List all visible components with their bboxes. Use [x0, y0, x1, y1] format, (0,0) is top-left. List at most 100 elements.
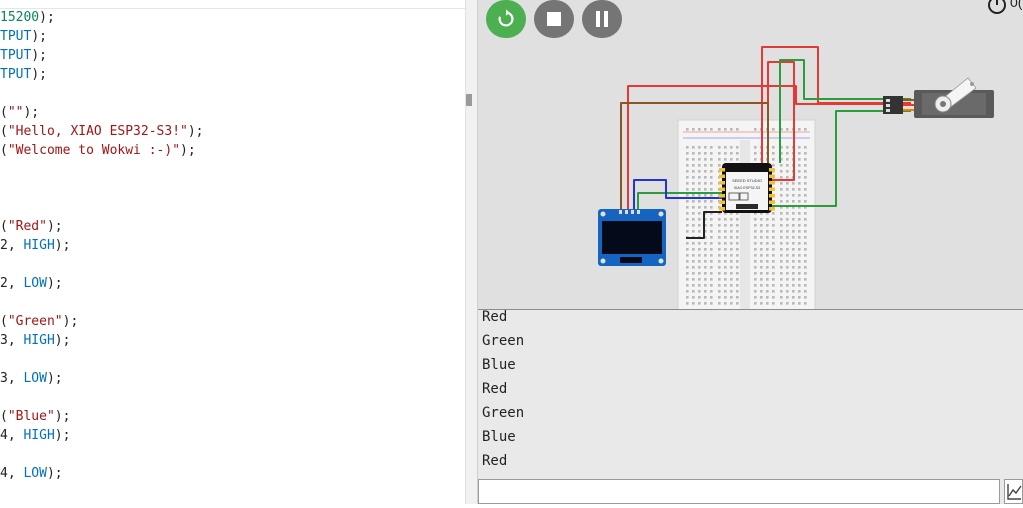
breadboard-hole — [710, 302, 713, 305]
breadboard-hole — [704, 260, 707, 263]
breadboard-hole — [692, 164, 695, 167]
board-pin[interactable] — [769, 174, 775, 179]
breadboard-hole — [698, 290, 701, 293]
board-model-label: XIAO ESP32-S3 — [734, 186, 760, 190]
breadboard-hole — [692, 182, 695, 185]
breadboard-hole — [804, 200, 807, 203]
breadboard-hole — [792, 260, 795, 263]
code-token: "Welcome to Wokwi :-)" — [7, 143, 181, 158]
breadboard-hole — [718, 236, 721, 239]
breadboard-hole — [704, 188, 707, 191]
breadboard-hole — [692, 170, 695, 173]
oled-display[interactable] — [598, 209, 666, 266]
wire-brown[interactable] — [620, 102, 769, 212]
board-pin[interactable] — [719, 187, 725, 192]
board-pin[interactable] — [769, 168, 775, 172]
servo-connector[interactable] — [883, 96, 923, 114]
breadboard-hole — [730, 242, 733, 245]
board-pin[interactable] — [769, 181, 775, 185]
breadboard-hole — [780, 200, 783, 203]
xiao-esp32s3-board[interactable]: SEEED STUDIO XIAO ESP32-S3 — [719, 163, 775, 213]
pause-button[interactable] — [582, 0, 622, 38]
board-pin[interactable] — [719, 200, 725, 205]
plotter-button[interactable] — [1004, 479, 1023, 504]
breadboard-hole — [718, 248, 721, 251]
breadboard-hole — [798, 206, 801, 209]
board-pin[interactable] — [769, 194, 775, 198]
board-pin[interactable] — [719, 174, 725, 179]
breadboard-hole — [724, 230, 727, 233]
breadboard-hole — [698, 146, 701, 149]
breadboard-hole — [780, 254, 783, 257]
breadboard-hole — [804, 212, 807, 215]
wire-green-1[interactable] — [637, 192, 722, 212]
breadboard-hole — [786, 182, 789, 185]
breadboard-hole — [780, 260, 783, 263]
board-pin[interactable] — [769, 200, 775, 205]
breadboard-hole — [724, 296, 727, 299]
code-token: HIGH — [23, 333, 55, 348]
breadboard-hole — [724, 218, 727, 221]
breadboard-hole — [730, 266, 733, 269]
breadboard-hole — [792, 200, 795, 203]
breadboard-hole — [730, 128, 733, 131]
breadboard-hole — [718, 266, 721, 269]
board-pin[interactable] — [719, 181, 725, 185]
wire-red-2[interactable] — [761, 46, 911, 163]
breadboard-hole — [698, 164, 701, 167]
breadboard-hole — [736, 284, 739, 287]
breadboard-hole — [798, 194, 801, 197]
breadboard-hole — [710, 152, 713, 155]
wire-green-3[interactable] — [779, 59, 911, 163]
breadboard-hole — [736, 242, 739, 245]
stop-button[interactable] — [534, 0, 574, 38]
serial-input[interactable] — [478, 479, 1000, 504]
wire-red-3[interactable] — [767, 61, 795, 181]
breadboard-hole — [798, 278, 801, 281]
breadboard-hole — [710, 284, 713, 287]
board-pin[interactable] — [719, 207, 725, 211]
breadboard-hole — [786, 152, 789, 155]
splitter-grip[interactable] — [466, 94, 472, 106]
breadboard-hole — [780, 218, 783, 221]
wire-blue[interactable] — [633, 179, 722, 212]
code-token: ); — [31, 48, 47, 63]
code-editor[interactable]: 15200);TPUT);TPUT);TPUT);("");("Hello, X… — [0, 0, 465, 504]
restart-icon — [498, 9, 514, 27]
breadboard-hole — [754, 260, 757, 263]
breadboard-hole — [710, 266, 713, 269]
breadboard-hole — [718, 212, 721, 215]
breadboard-hole — [804, 164, 807, 167]
breadboard-hole — [760, 302, 763, 305]
board-pin[interactable] — [769, 187, 775, 192]
code-line: ("Red"); — [0, 217, 63, 236]
restart-button[interactable] — [486, 0, 526, 38]
servo-motor[interactable] — [914, 77, 994, 118]
circuit-diagram[interactable]: SEEED STUDIO XIAO ESP32-S3 — [478, 0, 1023, 310]
board-pin[interactable] — [769, 207, 775, 211]
breadboard-hole — [686, 146, 689, 149]
breadboard-hole — [780, 128, 783, 131]
pane-splitter[interactable] — [465, 0, 478, 504]
breadboard-hole — [754, 146, 757, 149]
breadboard-hole — [760, 254, 763, 257]
breadboard-hole — [780, 230, 783, 233]
code-token: "" — [7, 105, 24, 120]
breadboard-hole — [754, 212, 757, 215]
breadboard-hole — [730, 302, 733, 305]
code-line: ("Blue"); — [0, 407, 70, 426]
breadboard-hole — [786, 296, 789, 299]
simulator-canvas[interactable]: SEEED STUDIO XIAO ESP32-S3 — [478, 0, 1023, 310]
breadboard-hole — [772, 284, 775, 287]
wire-green-2[interactable] — [740, 110, 911, 207]
wire-black[interactable] — [686, 211, 722, 239]
breadboard-hole — [754, 242, 757, 245]
board-pin[interactable] — [719, 168, 725, 172]
board-pin[interactable] — [719, 194, 725, 198]
breadboard-hole — [760, 236, 763, 239]
breadboard-hole — [792, 194, 795, 197]
breadboard-hole — [692, 206, 695, 209]
breadboard-hole — [686, 194, 689, 197]
breadboard-hole — [698, 224, 701, 227]
